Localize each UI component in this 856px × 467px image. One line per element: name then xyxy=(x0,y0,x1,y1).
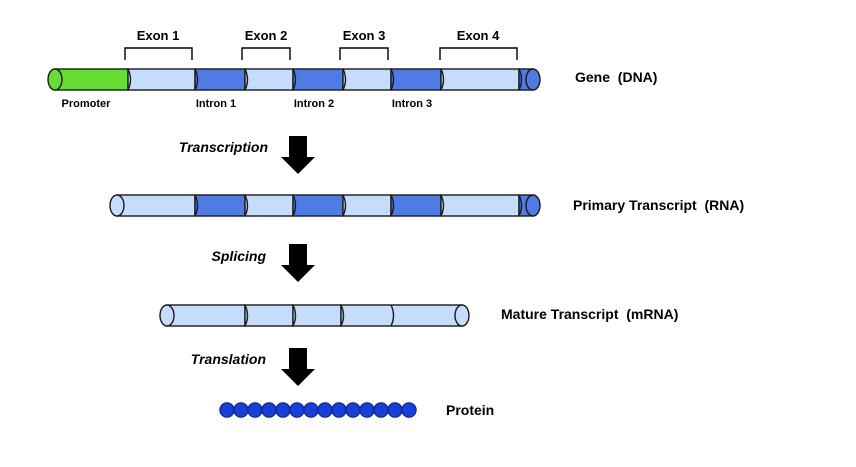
mt-exon-3-segment xyxy=(292,304,342,327)
gene-label: Gene (DNA) xyxy=(575,69,657,85)
protein-bead xyxy=(261,402,277,418)
mature-transcript-label: Mature Transcript (mRNA) xyxy=(501,306,678,322)
protein-bead xyxy=(401,402,417,418)
splicing-label: Splicing xyxy=(212,248,267,264)
protein-bead xyxy=(247,402,263,418)
protein-label: Protein xyxy=(446,402,494,418)
exon-2-label: Exon 2 xyxy=(245,28,288,43)
gene-left-end xyxy=(47,68,63,91)
exon-1-segment xyxy=(127,68,196,91)
exon-4-label: Exon 4 xyxy=(457,28,500,43)
mt-left-end xyxy=(159,304,175,327)
gene-right-end xyxy=(525,68,541,91)
protein-bead xyxy=(345,402,361,418)
protein-bead xyxy=(303,402,319,418)
translation-arrow xyxy=(281,348,315,386)
protein-bead xyxy=(359,402,375,418)
pt-intron-1-segment xyxy=(194,194,246,217)
pt-exon-1-segment xyxy=(116,194,196,217)
primary-transcript-label: Primary Transcript (RNA) xyxy=(573,197,744,213)
gene-dna-bar xyxy=(47,68,541,91)
mature-transcript-bar xyxy=(159,304,470,327)
exon-2-bracket xyxy=(241,47,291,60)
intron-3-segment xyxy=(390,68,442,91)
pt-left-end xyxy=(109,194,125,217)
intron-1-label: Intron 1 xyxy=(196,98,236,110)
protein-bead xyxy=(289,402,305,418)
exon-4-bracket xyxy=(439,47,518,60)
translation-label: Translation xyxy=(191,351,266,367)
exon-3-label: Exon 3 xyxy=(343,28,386,43)
pt-right-end xyxy=(525,194,541,217)
intron-1-segment xyxy=(194,68,246,91)
protein-bead xyxy=(219,402,235,418)
intron-2-label: Intron 2 xyxy=(294,98,334,110)
transcription-arrow xyxy=(281,136,315,174)
pt-exon-2-segment xyxy=(244,194,294,217)
protein-bead xyxy=(233,402,249,418)
exon-4-segment xyxy=(440,68,520,91)
protein-bead xyxy=(387,402,403,418)
exon-2-segment xyxy=(244,68,294,91)
mt-right-end xyxy=(454,304,470,327)
intron-2-segment xyxy=(292,68,344,91)
transcription-label: Transcription xyxy=(179,139,268,155)
exon-3-bracket xyxy=(339,47,389,60)
pt-intron-3-segment xyxy=(390,194,442,217)
splicing-arrow xyxy=(281,244,315,282)
mt-exon-4-segment xyxy=(340,304,463,327)
protein-chain xyxy=(219,402,417,418)
protein-bead xyxy=(373,402,389,418)
exon-brackets xyxy=(124,47,518,60)
promoter-segment xyxy=(54,68,129,91)
primary-transcript-bar xyxy=(109,194,541,217)
intron-3-label: Intron 3 xyxy=(392,98,432,110)
pt-exon-4-segment xyxy=(440,194,520,217)
pt-exon-3-segment xyxy=(342,194,392,217)
exon-1-label: Exon 1 xyxy=(137,28,180,43)
promoter-label: Promoter xyxy=(62,98,112,110)
exon-3-segment xyxy=(342,68,392,91)
mt-exon-1-segment xyxy=(166,304,246,327)
protein-bead xyxy=(275,402,291,418)
protein-bead xyxy=(331,402,347,418)
exon-1-bracket xyxy=(124,47,193,60)
mt-exon-2-segment xyxy=(244,304,294,327)
protein-bead xyxy=(317,402,333,418)
pt-intron-2-segment xyxy=(292,194,344,217)
